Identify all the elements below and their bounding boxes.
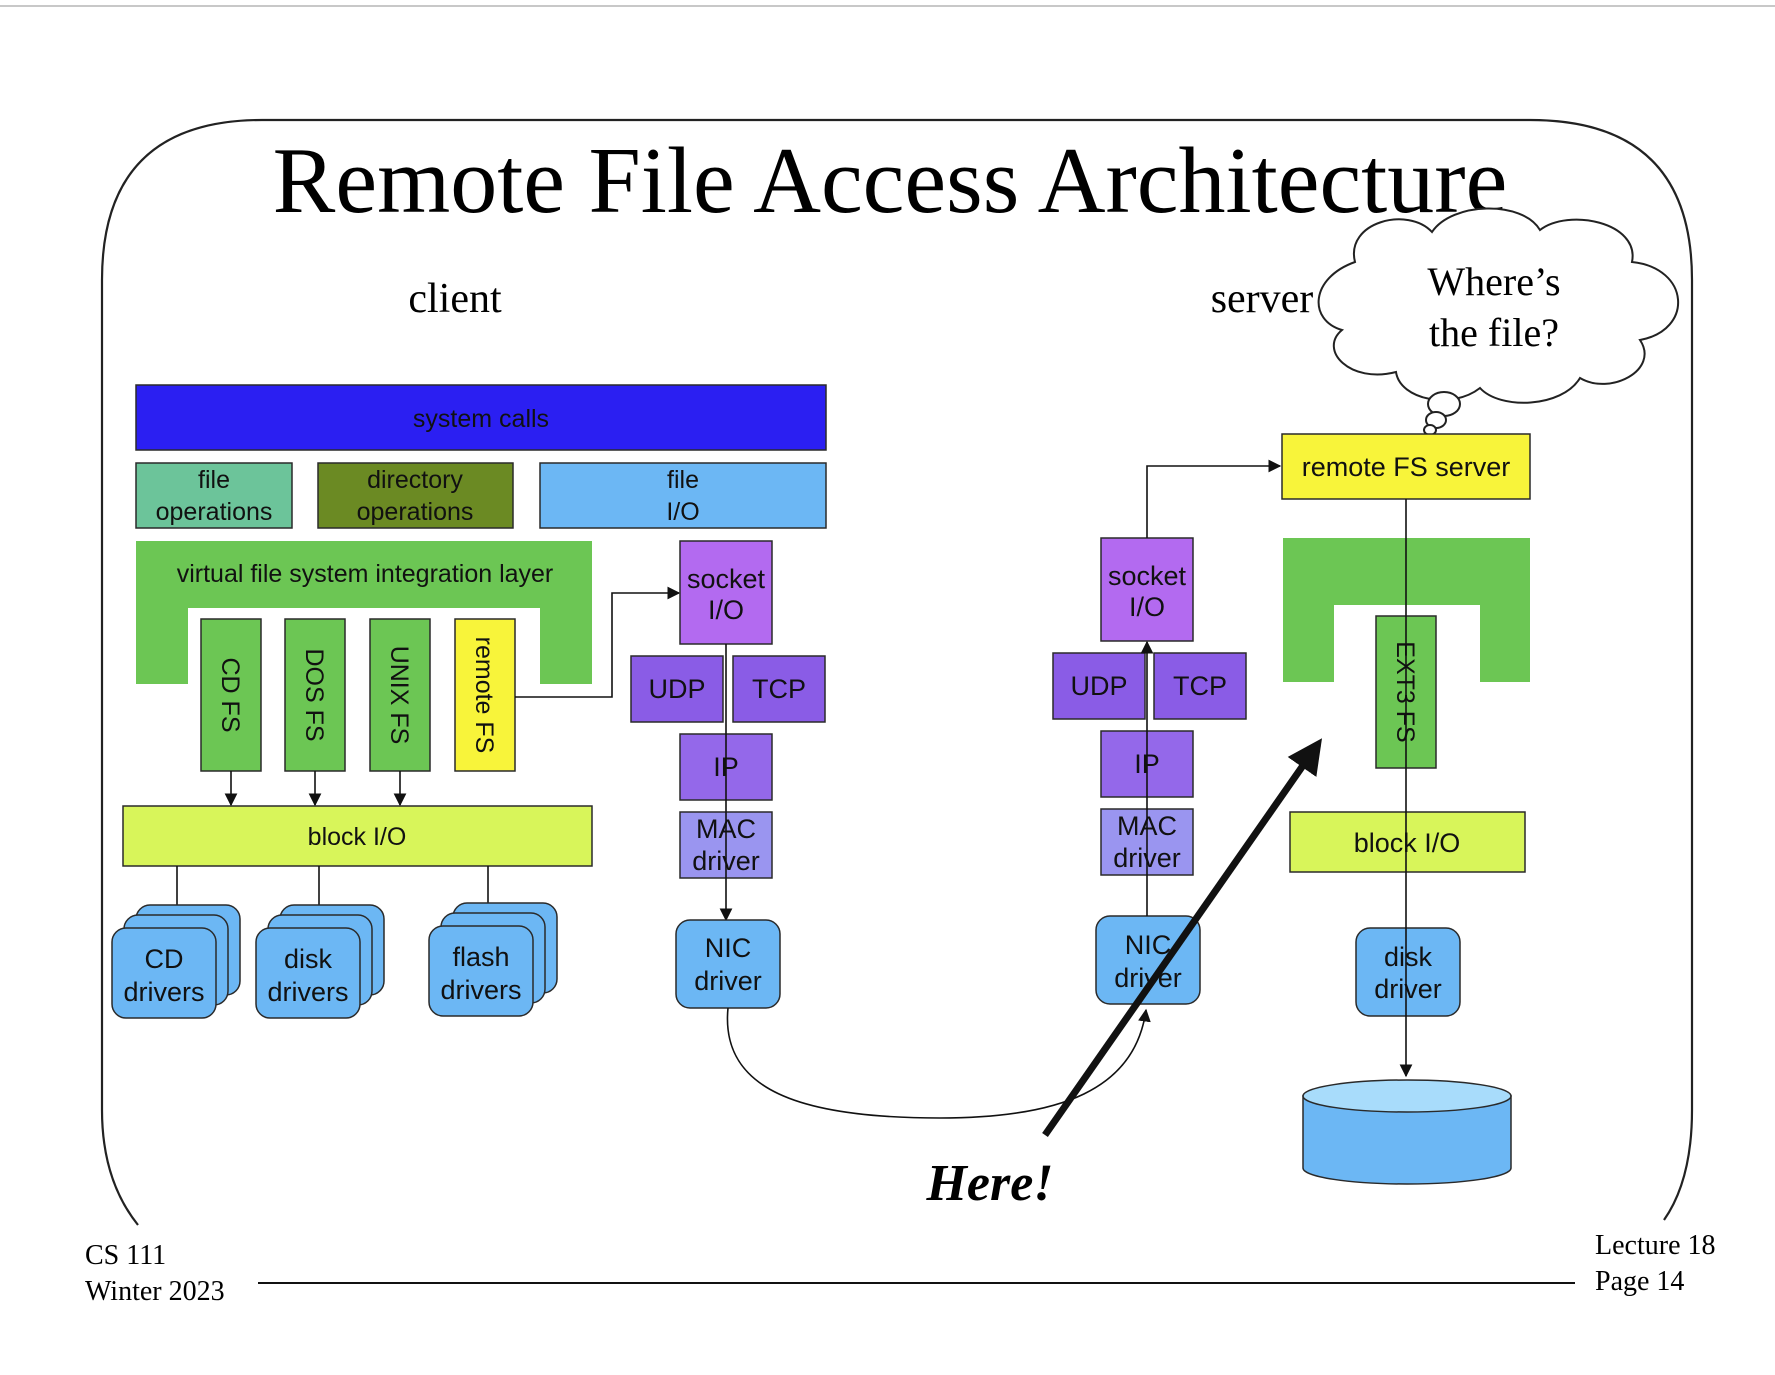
server-label: server: [1211, 276, 1314, 322]
server-nic-driver-box: [1095, 915, 1201, 1005]
file-io-label-2: I/O: [666, 498, 699, 526]
ext3-fs-label: EXT3 FS: [1391, 641, 1419, 742]
footer-term: Winter 2023: [85, 1276, 225, 1307]
server-vfs-layer: [1283, 538, 1530, 682]
flash-drivers-stack: flash drivers: [428, 902, 558, 1017]
disk-drivers-stack: disk drivers: [255, 904, 385, 1019]
client-socket-io-box: [679, 540, 773, 645]
file-operations-label-1: file: [198, 466, 230, 494]
vfs-layer: [136, 541, 592, 684]
footer-lecture: Lecture 18: [1595, 1230, 1716, 1261]
file-io-label-1: file: [667, 466, 699, 494]
thought-line-1: Where’s: [1427, 259, 1560, 304]
network-link-curve: [726, 1007, 1151, 1119]
client-tcp-label: TCP: [752, 674, 806, 704]
client-udp-box: [630, 655, 724, 723]
disk-drivers-label-1: disk: [284, 944, 333, 974]
directory-operations-box: [317, 462, 514, 529]
dos-fs-box: [284, 618, 346, 772]
here-arrow: [1042, 738, 1323, 1138]
client-stack: system calls file operations directory o…: [111, 384, 827, 1019]
disk-drivers-label-2: drivers: [267, 977, 348, 1007]
server-udp-box: [1052, 652, 1146, 720]
client-block-io-label: block I/O: [308, 823, 407, 851]
vfs-layer-label: virtual file system integration layer: [177, 560, 554, 588]
server-disk-driver-label-1: disk: [1384, 942, 1433, 972]
thought-cloud: Where’s the file?: [1317, 207, 1679, 436]
remote-fs-server-label: remote FS server: [1302, 452, 1511, 482]
remote-fs-box: [454, 618, 516, 772]
client-udp-label: UDP: [648, 674, 705, 704]
cd-drivers-label-1: CD: [145, 944, 184, 974]
client-nic-driver-label-2: driver: [694, 966, 762, 996]
footer-page: Page 14: [1595, 1266, 1684, 1297]
server-block-io-label: block I/O: [1354, 828, 1461, 858]
cd-drivers-stack: CD drivers: [111, 904, 241, 1019]
server-socket-io-label-2: I/O: [1129, 592, 1165, 622]
client-socket-io-label-2: I/O: [708, 595, 744, 625]
flash-drivers-label-1: flash: [452, 942, 509, 972]
thought-line-2: the file?: [1429, 310, 1559, 355]
server-disk-driver-label-2: driver: [1374, 974, 1442, 1004]
server-tcp-label: TCP: [1173, 671, 1227, 701]
unix-fs-box: [369, 618, 431, 772]
here-callout: Here!: [925, 1155, 1053, 1212]
server-disk-driver-box: [1355, 927, 1461, 1017]
client-label: client: [408, 276, 502, 322]
slide-title: Remote File Access Architecture: [273, 129, 1508, 233]
client-nic-driver-label-1: NIC: [705, 933, 752, 963]
client-tcp-box: [732, 655, 826, 723]
system-calls-bar: [135, 384, 827, 451]
directory-operations-label-2: operations: [357, 498, 474, 526]
server-tcp-box: [1153, 652, 1247, 720]
flash-drivers-label-2: drivers: [440, 975, 521, 1005]
slide-frame: [100, 118, 1694, 1226]
file-operations-box: [135, 462, 293, 529]
system-calls-label: system calls: [413, 405, 549, 433]
server-socket-io-label-1: socket: [1108, 561, 1187, 591]
cd-fs-label: CD FS: [216, 658, 244, 733]
disk-storage-cylinder: [1302, 1079, 1512, 1185]
cd-fs-box: [200, 618, 262, 772]
cd-drivers-label-2: drivers: [123, 977, 204, 1007]
file-operations-label-2: operations: [156, 498, 273, 526]
dos-fs-label: DOS FS: [300, 648, 328, 741]
server-socket-io-box: [1100, 537, 1194, 642]
server-udp-label: UDP: [1070, 671, 1127, 701]
server-nic-driver-label-1: NIC: [1125, 930, 1172, 960]
remote-fs-server-box: [1281, 433, 1531, 500]
remote-fs-label: remote FS: [470, 637, 498, 754]
client-block-io-bar: [122, 805, 593, 867]
server-block-io-bar: [1289, 811, 1526, 873]
unix-fs-label: UNIX FS: [385, 646, 413, 745]
server-stack: NIC driver MAC driver IP UDP TCP socket …: [1052, 433, 1531, 1185]
file-io-box: [539, 462, 827, 529]
directory-operations-label-1: directory: [367, 466, 463, 494]
client-socket-io-label-1: socket: [687, 564, 766, 594]
footer-course: CS 111: [85, 1240, 166, 1271]
